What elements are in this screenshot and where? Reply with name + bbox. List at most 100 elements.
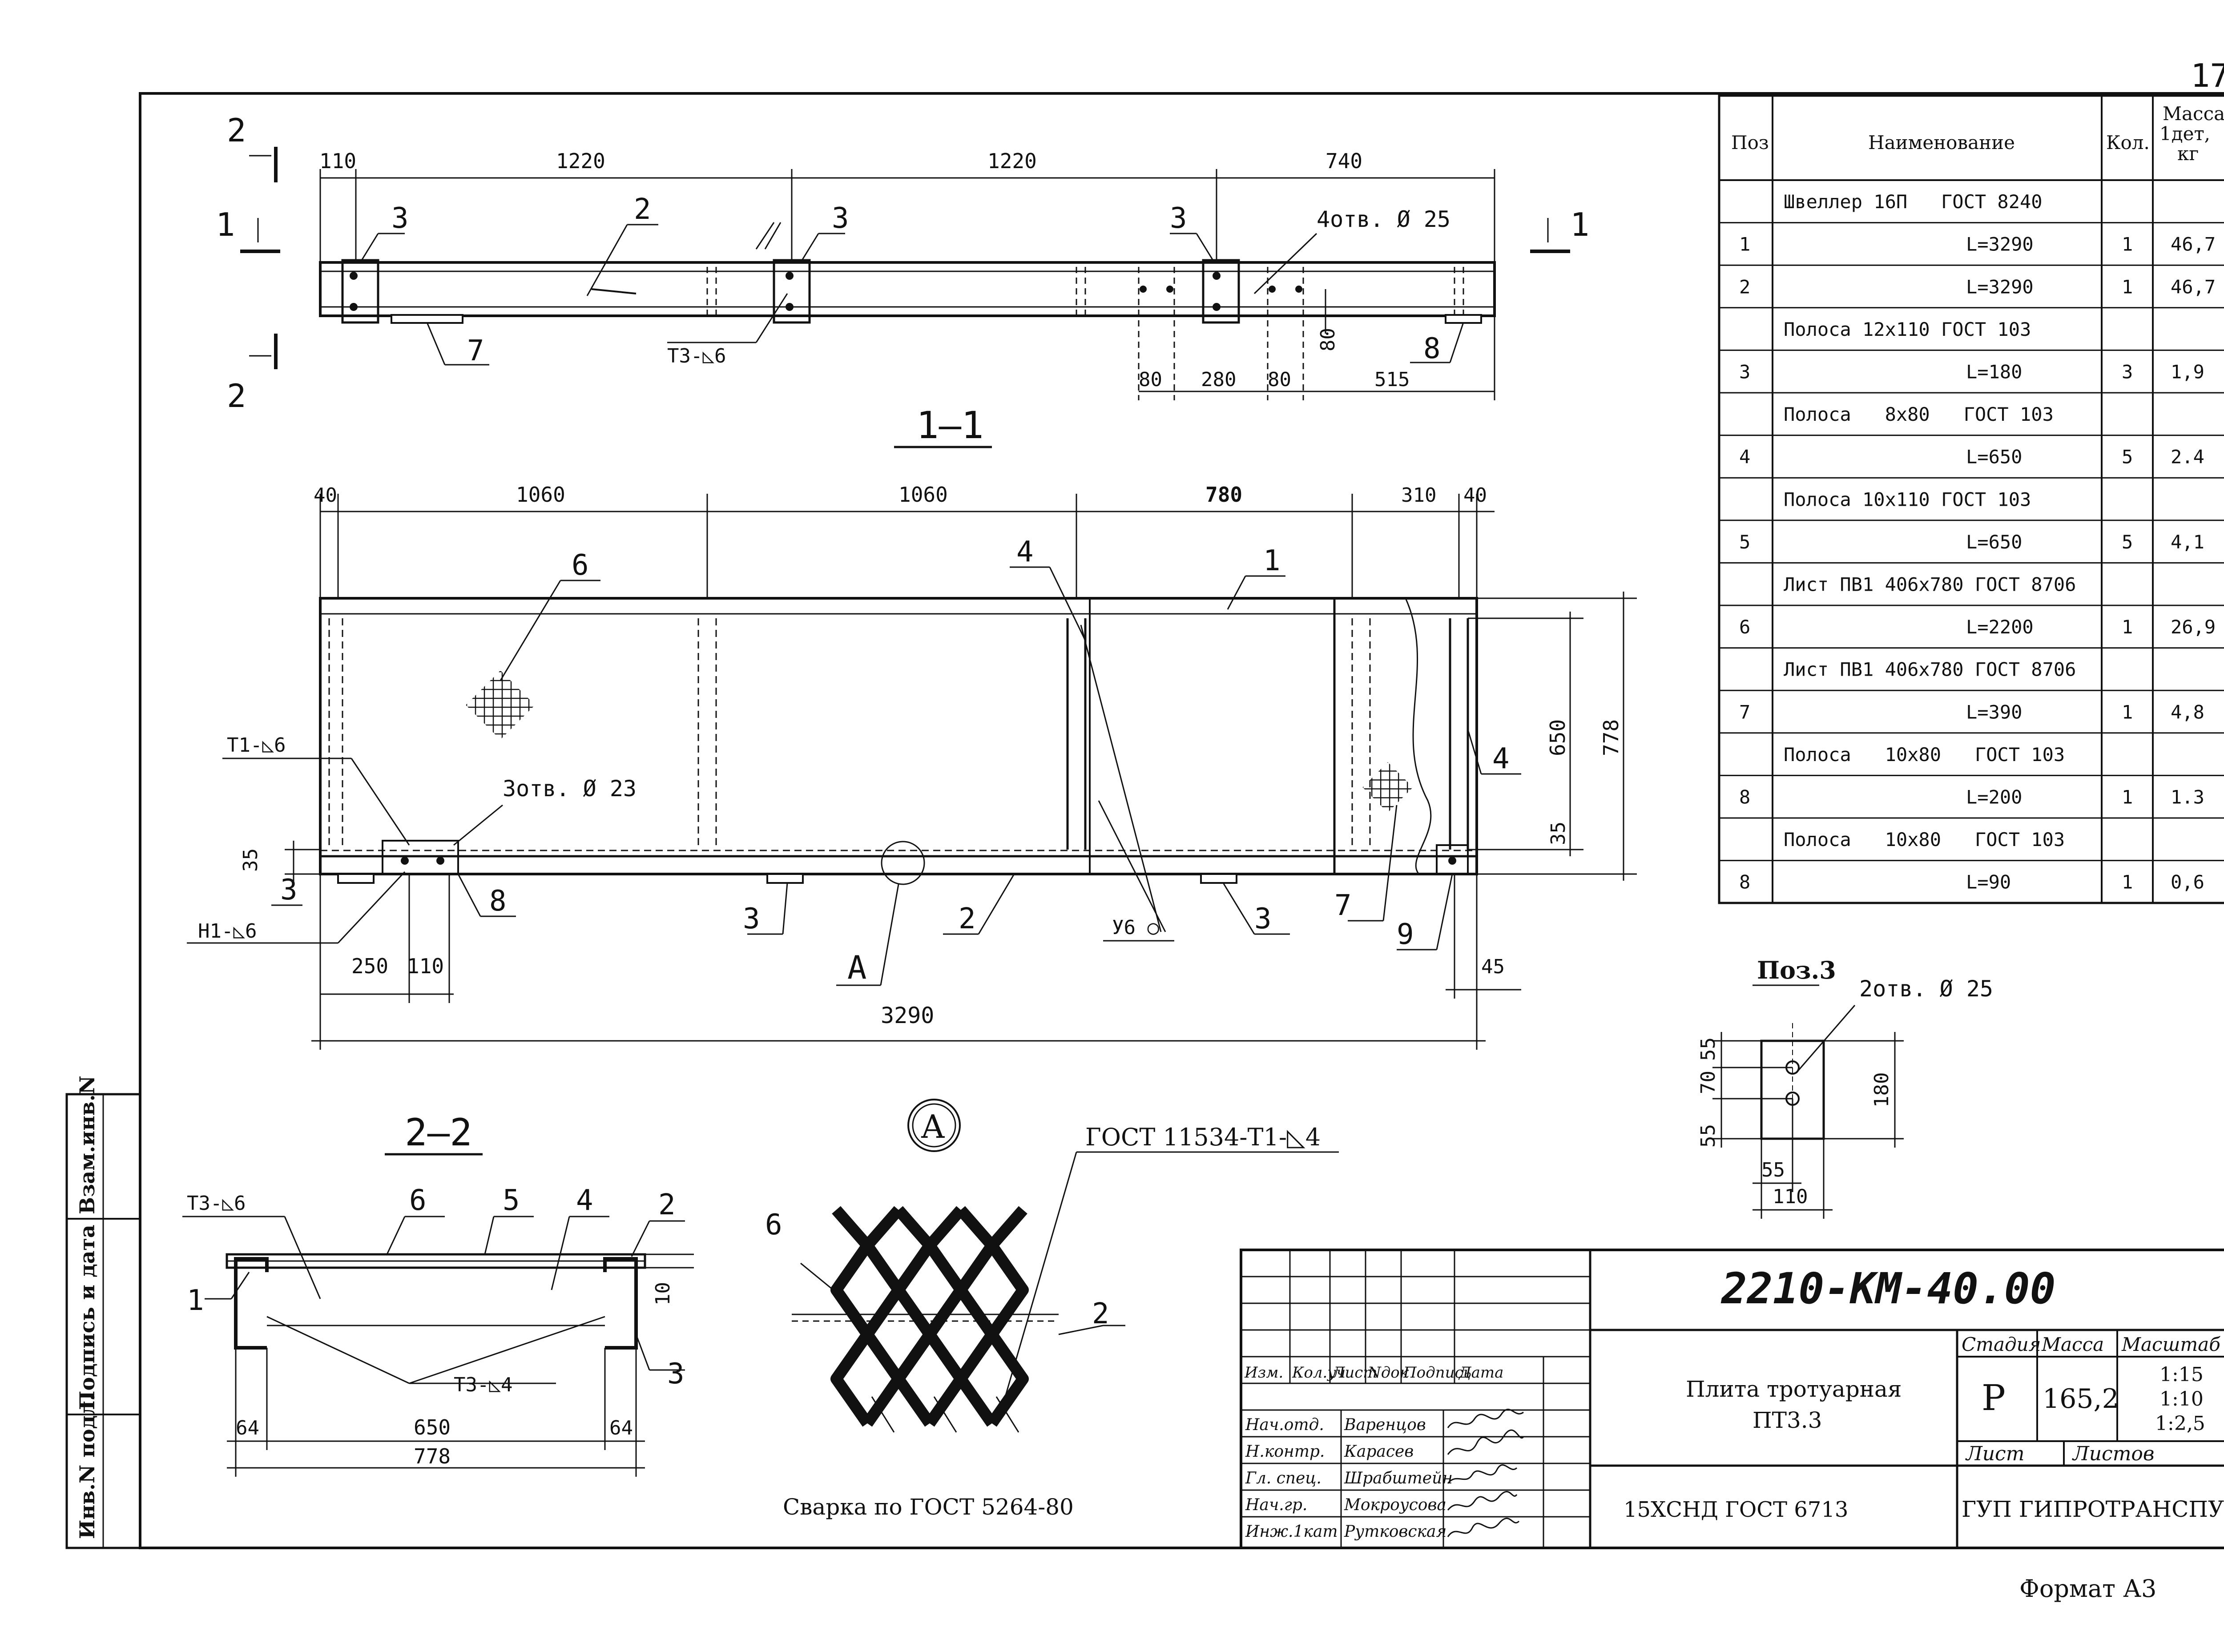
spec-row-8-qty: 5	[2122, 531, 2133, 553]
signatures	[1447, 1409, 1524, 1537]
s22-callout-1: 1	[187, 1284, 204, 1317]
spec-row-16-qty: 1	[2122, 871, 2133, 893]
plan-dim-740: 740	[1326, 149, 1362, 173]
plan-holes-label: 4отв. Ø 25	[1317, 206, 1450, 232]
spec-row-16-mass: 0,6	[2171, 871, 2204, 893]
spec-row-2-pos: 2	[1739, 276, 1750, 298]
spec-row-2-mass: 46,7	[2171, 276, 2216, 298]
s11-dim-3290: 3290	[881, 1003, 934, 1028]
spec-row-5-name: Полоса 8х80 ГОСТ 103	[1784, 403, 2054, 425]
section-mark-2-top: 2	[227, 112, 246, 149]
plan-dim-1220-b: 1220	[987, 149, 1037, 173]
s11-dim-110: 110	[407, 954, 444, 978]
pos3-detail: Поз.3 2отв. Ø 25 55 70 55 180 55 110	[1697, 956, 1993, 1219]
s11-callout-3-left: 3	[280, 874, 298, 907]
spec-row-4-name: L=180	[1966, 361, 2022, 383]
s11-weld-h1: Н1-◺6	[198, 920, 257, 943]
organization: ГУП ГИПРОТРАНСПУТЬ	[1962, 1496, 2224, 1522]
plan-dim-515: 515	[1374, 368, 1410, 391]
scale-label: Масштаб	[2121, 1334, 2220, 1355]
s11-callout-2: 2	[959, 903, 976, 935]
plan-weld-t3: Т3-◺6	[667, 345, 726, 367]
spec-row-6-name: L=650	[1966, 446, 2022, 468]
s11-callout-3-right: 3	[1254, 903, 1272, 935]
scale-2: 1:10	[2160, 1388, 2204, 1410]
pos3-dim-55-bottom: 55	[1697, 1124, 1720, 1148]
spec-row-3-name: Полоса 12х110 ГОСТ 103	[1784, 318, 2031, 340]
spec-row-7-name: Полоса 10х110 ГОСТ 103	[1784, 488, 2031, 510]
s11-dim-35-right: 35	[1547, 822, 1570, 845]
section-1-1: 1–1	[187, 403, 1637, 1050]
detail-a: А ГОСТ 11534-Т1-◺4 6 2 Сварка по ГОСТ 52…	[765, 1099, 1339, 1520]
spec-row-0-name: Швеллер 16П ГОСТ 8240	[1784, 191, 2043, 213]
s22-callout-4: 4	[576, 1184, 593, 1217]
spec-row-16-name: L=90	[1966, 871, 2011, 893]
s22-dim-64-a: 64	[236, 1417, 259, 1439]
spec-row-13-name: Полоса 10х80 ГОСТ 103	[1784, 744, 2065, 766]
pos3-dim-110: 110	[1773, 1185, 1808, 1208]
s11-callout-4-right: 4	[1492, 742, 1510, 775]
person-role-4: Инж.1кат	[1245, 1523, 1338, 1541]
plan-dim-280: 280	[1201, 368, 1236, 391]
s11-weld-t1: Т1-◺6	[227, 734, 286, 757]
s11-dim-40-b: 40	[1463, 484, 1487, 507]
s11-dim-35-left: 35	[239, 848, 262, 872]
mass-value: 165,2	[2043, 1383, 2119, 1414]
spec-row-6-qty: 5	[2122, 446, 2133, 468]
s11-dim-650: 650	[1546, 719, 1570, 756]
spec-row-16-pos: 8	[1739, 871, 1750, 893]
spec-header-name: Наименование	[1868, 132, 2015, 153]
s11-callout-6: 6	[572, 549, 589, 582]
person-name-3: Мокроусова	[1344, 1496, 1446, 1514]
plate-pos3-b	[773, 259, 811, 324]
mass-label: Масса	[2041, 1334, 2104, 1355]
section-mark-1-left: 1	[216, 206, 235, 243]
pos3-holes-label: 2отв. Ø 25	[1859, 976, 1993, 1002]
detail-a-weld: ГОСТ 11534-Т1-◺4	[1085, 1123, 1321, 1151]
spec-row-2-qty: 1	[2122, 276, 2133, 298]
change-header-1: Кол.уч	[1292, 1364, 1346, 1382]
plan-callout-2: 2	[634, 193, 651, 226]
pos3-dim-70: 70	[1697, 1071, 1720, 1094]
s22-dim-10: 10	[652, 1282, 674, 1305]
spec-header-pos: Поз	[1731, 132, 1769, 153]
pos3-dim-55-top: 55	[1697, 1037, 1720, 1061]
scale-1: 1:15	[2160, 1363, 2204, 1386]
spec-row-8-name: L=650	[1966, 531, 2022, 553]
spec-row-4-mass: 1,9	[2171, 361, 2204, 383]
spec-header-mass-3: кг	[2177, 143, 2199, 165]
plan-view: 110 1220 1220 740 80 280 80 515 80 4отв.…	[216, 112, 1589, 415]
spec-row-10-qty: 1	[2122, 616, 2133, 638]
page-number: 178	[2191, 57, 2224, 94]
pos3-dim-55-horiz: 55	[1761, 1159, 1785, 1181]
person-name-2: Шрабштейн	[1344, 1469, 1453, 1487]
s11-dim-1060-a: 1060	[516, 483, 565, 507]
s22-callout-3: 3	[667, 1358, 685, 1390]
change-header-3: Nдок	[1367, 1364, 1409, 1382]
s22-dim-64-b: 64	[609, 1417, 633, 1439]
plan-callout-7: 7	[467, 334, 484, 367]
person-name-4: Рутковская	[1344, 1523, 1446, 1541]
section-mark-2-bottom: 2	[227, 377, 246, 415]
side-stamp-replace: Взам.инв.N	[75, 1076, 99, 1214]
s22-dim-778: 778	[414, 1444, 451, 1468]
section-mark-1-right: 1	[1570, 206, 1589, 243]
person-name-1: Карасев	[1344, 1442, 1414, 1461]
person-role-3: Нач.гр.	[1245, 1496, 1307, 1514]
s22-weld-t3-6: Т3-◺6	[187, 1192, 246, 1215]
s11-callout-7: 7	[1334, 889, 1352, 922]
spec-row-9-name: Лист ПВ1 406х780 ГОСТ 8706	[1784, 573, 2076, 595]
stage-value: Р	[1982, 1377, 2006, 1418]
spec-row-6-mass: 2.4	[2171, 446, 2204, 468]
spec-row-8-pos: 5	[1739, 531, 1750, 553]
format-label: Формат А3	[2019, 1575, 2156, 1603]
sheet-frame: 178 Формат А3 Инв.N подл. Подпись и дата…	[65, 57, 2224, 1603]
section-2-2-title: 2–2	[405, 1111, 472, 1154]
side-stamp-inv: Инв.N подл.	[75, 1394, 99, 1539]
spec-row-1-mass: 46,7	[2171, 234, 2216, 255]
plan-dim-1220-a: 1220	[556, 149, 605, 173]
spec-header-mass-1: Масса	[2163, 103, 2224, 125]
